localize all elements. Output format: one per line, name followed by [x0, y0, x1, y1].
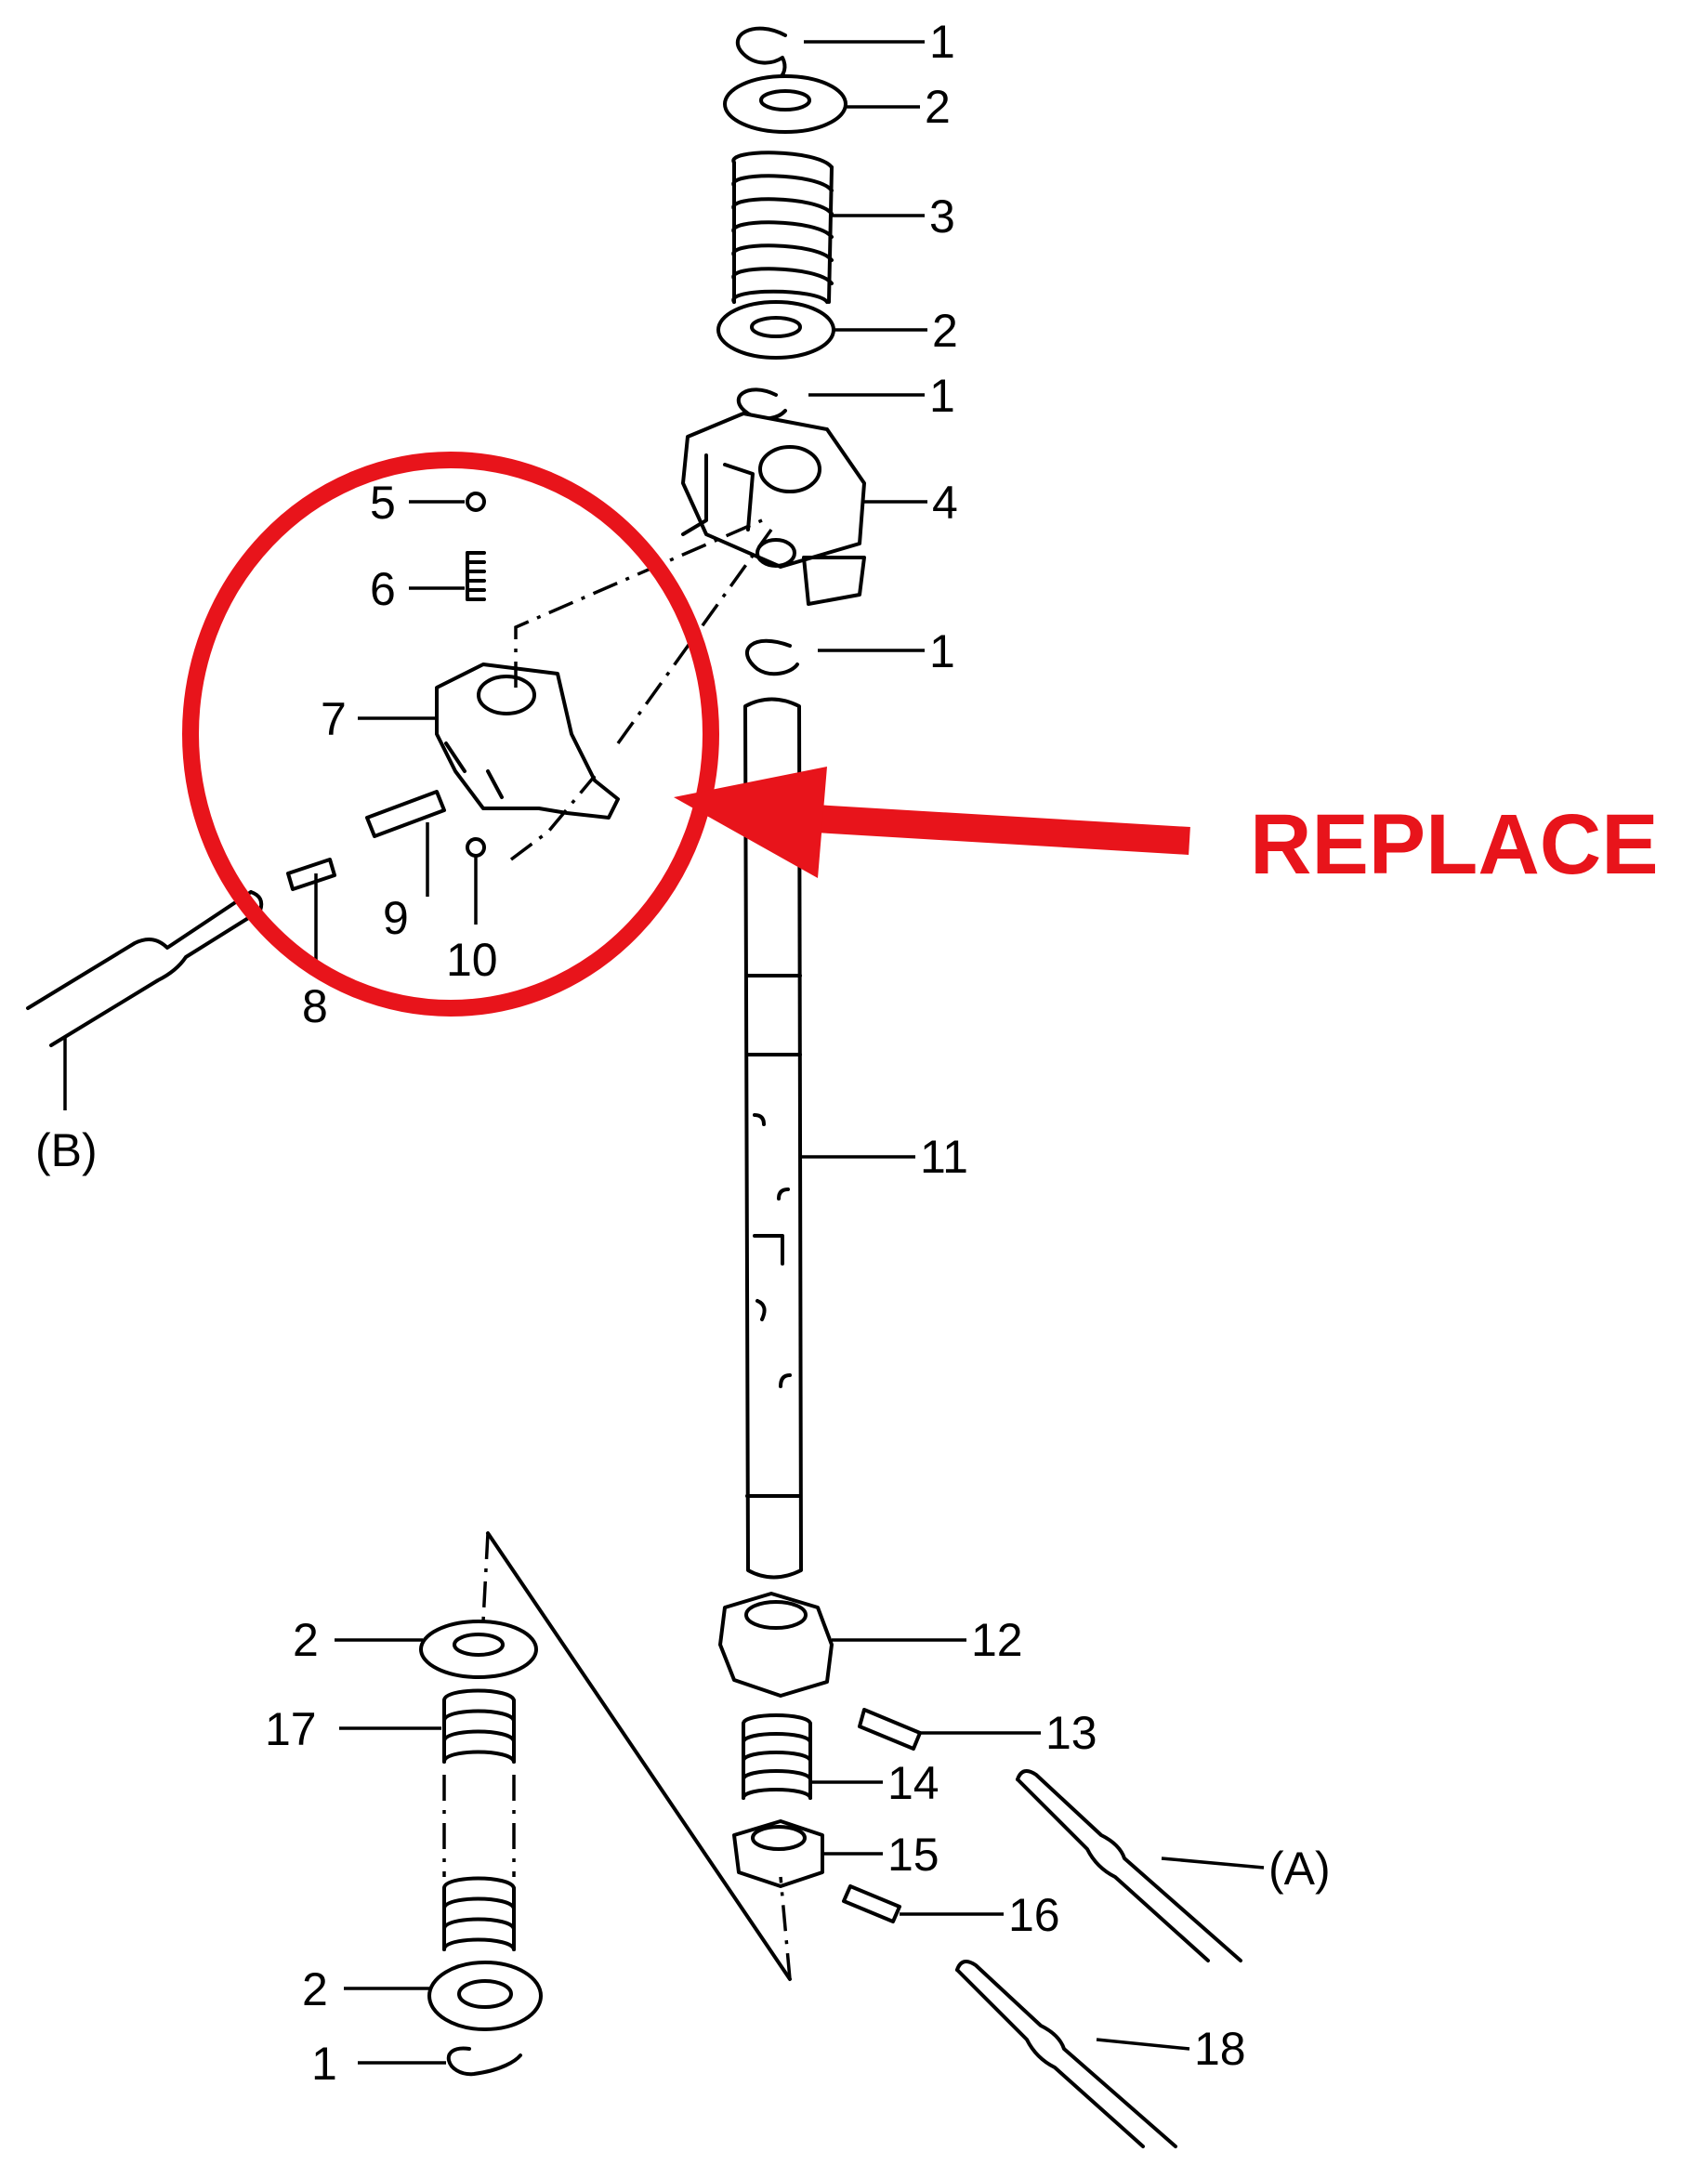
label-part-17: 17 — [265, 1703, 317, 1755]
label-part-8: 8 — [302, 980, 328, 1032]
replace-callout-label: REPLACE — [1250, 797, 1659, 892]
label-part-10: 10 — [446, 934, 498, 986]
tool-a-punch — [1016, 1769, 1242, 1962]
lower-sleeve — [732, 1819, 824, 1888]
label-part-2: 2 — [293, 1614, 319, 1666]
label-part-11: 11 — [920, 1131, 968, 1183]
label-tool-a: (A) — [1268, 1843, 1331, 1895]
label-part-4: 4 — [932, 477, 958, 529]
label-part-1: 1 — [929, 370, 955, 422]
replace-highlight-circle — [182, 452, 719, 1017]
pin-long — [365, 790, 446, 838]
label-part-16: 16 — [1008, 1889, 1060, 1941]
label-part-2: 2 — [302, 1963, 328, 2015]
left-spring-17 — [442, 1688, 516, 1951]
label-part-14: 14 — [887, 1757, 939, 1809]
assembly-guide-line — [486, 1531, 792, 1981]
label-part-2: 2 — [925, 81, 951, 133]
label-part-2: 2 — [932, 305, 958, 357]
shift-arm — [681, 412, 866, 606]
punch-tool-18 — [955, 1960, 1177, 2148]
pin-short — [286, 858, 336, 891]
replace-arrow-head — [674, 767, 827, 878]
tool-b-punch — [26, 890, 264, 1047]
lower-collar — [718, 1592, 834, 1698]
label-part-1: 1 — [311, 2038, 337, 2090]
small-spring — [466, 551, 486, 601]
shift-lever-block — [435, 663, 620, 820]
mid-washer — [716, 300, 835, 360]
label-part-18: 18 — [1194, 2023, 1246, 2075]
left-e-clip — [446, 2046, 522, 2077]
check-ball-lower — [466, 837, 486, 858]
label-tool-b: (B) — [35, 1124, 98, 1176]
leader-lines — [63, 40, 1265, 2065]
shift-shaft — [743, 697, 803, 1580]
replace-arrow-shaft — [798, 804, 1190, 855]
label-part-1: 1 — [929, 625, 955, 677]
label-part-12: 12 — [971, 1614, 1023, 1666]
check-ball-small — [466, 492, 486, 512]
label-part-3: 3 — [929, 190, 955, 243]
label-part-5: 5 — [370, 477, 396, 529]
top-washer — [723, 74, 847, 134]
lower-e-clip — [745, 638, 799, 676]
pin-16 — [842, 1884, 901, 1923]
pin-13 — [858, 1708, 922, 1751]
lower-spring — [742, 1713, 812, 1800]
label-part-7: 7 — [321, 693, 347, 745]
left-bottom-washer — [427, 1961, 543, 2031]
label-part-15: 15 — [887, 1829, 939, 1881]
label-part-9: 9 — [383, 892, 409, 944]
left-top-washer — [419, 1620, 538, 1679]
label-part-13: 13 — [1045, 1707, 1097, 1759]
label-part-1: 1 — [929, 16, 955, 68]
label-part-6: 6 — [370, 563, 396, 615]
top-spring — [731, 151, 834, 304]
